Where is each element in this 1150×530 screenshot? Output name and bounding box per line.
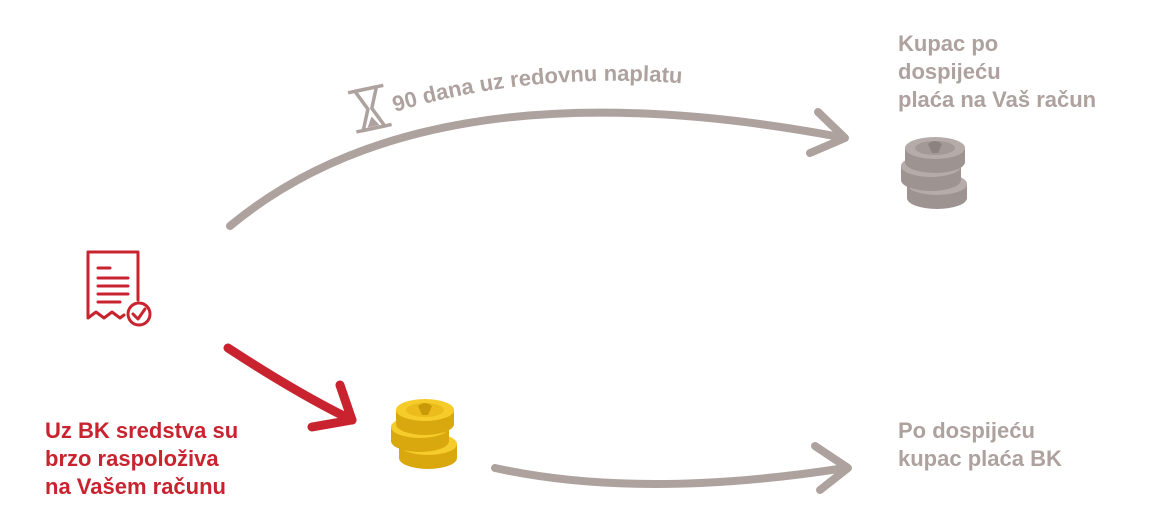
label-line: Po dospijeću (898, 418, 1035, 443)
top-arc-arrow (226, 108, 849, 230)
invoice-check-icon (86, 250, 152, 327)
coin-stack-icon (391, 399, 457, 469)
hourglass-icon (347, 83, 392, 134)
coin-stack-gray (901, 137, 967, 209)
label-line: kupac plaća BK (898, 446, 1062, 472)
label-customer-pays: Kupac po dospijeću plaća na Vaš račun (898, 30, 1096, 114)
label-due-bk: Po dospijeću kupac plaća BK (898, 417, 1062, 473)
red-arrow (223, 343, 357, 432)
label-line: Kupac po (898, 31, 999, 56)
coin-stack-gold (391, 399, 457, 469)
label-line: plaća na Vaš račun (898, 87, 1097, 113)
label-line: Uz BK sredstva su (45, 418, 239, 443)
label-line: na Vašem računu (45, 474, 226, 500)
label-bk-funds: Uz BK sredstva su brzo raspoloživa na Va… (45, 417, 238, 501)
bottom-arrow (491, 442, 852, 494)
label-line: brzo raspoloživa (45, 446, 219, 472)
coin-stack-icon (901, 137, 967, 209)
label-line: dospijeću (898, 59, 1001, 85)
arc-label-text: 90 dana uz redovnu naplatu (389, 61, 683, 117)
arc-label: 90 dana uz redovnu naplatu (389, 61, 683, 117)
